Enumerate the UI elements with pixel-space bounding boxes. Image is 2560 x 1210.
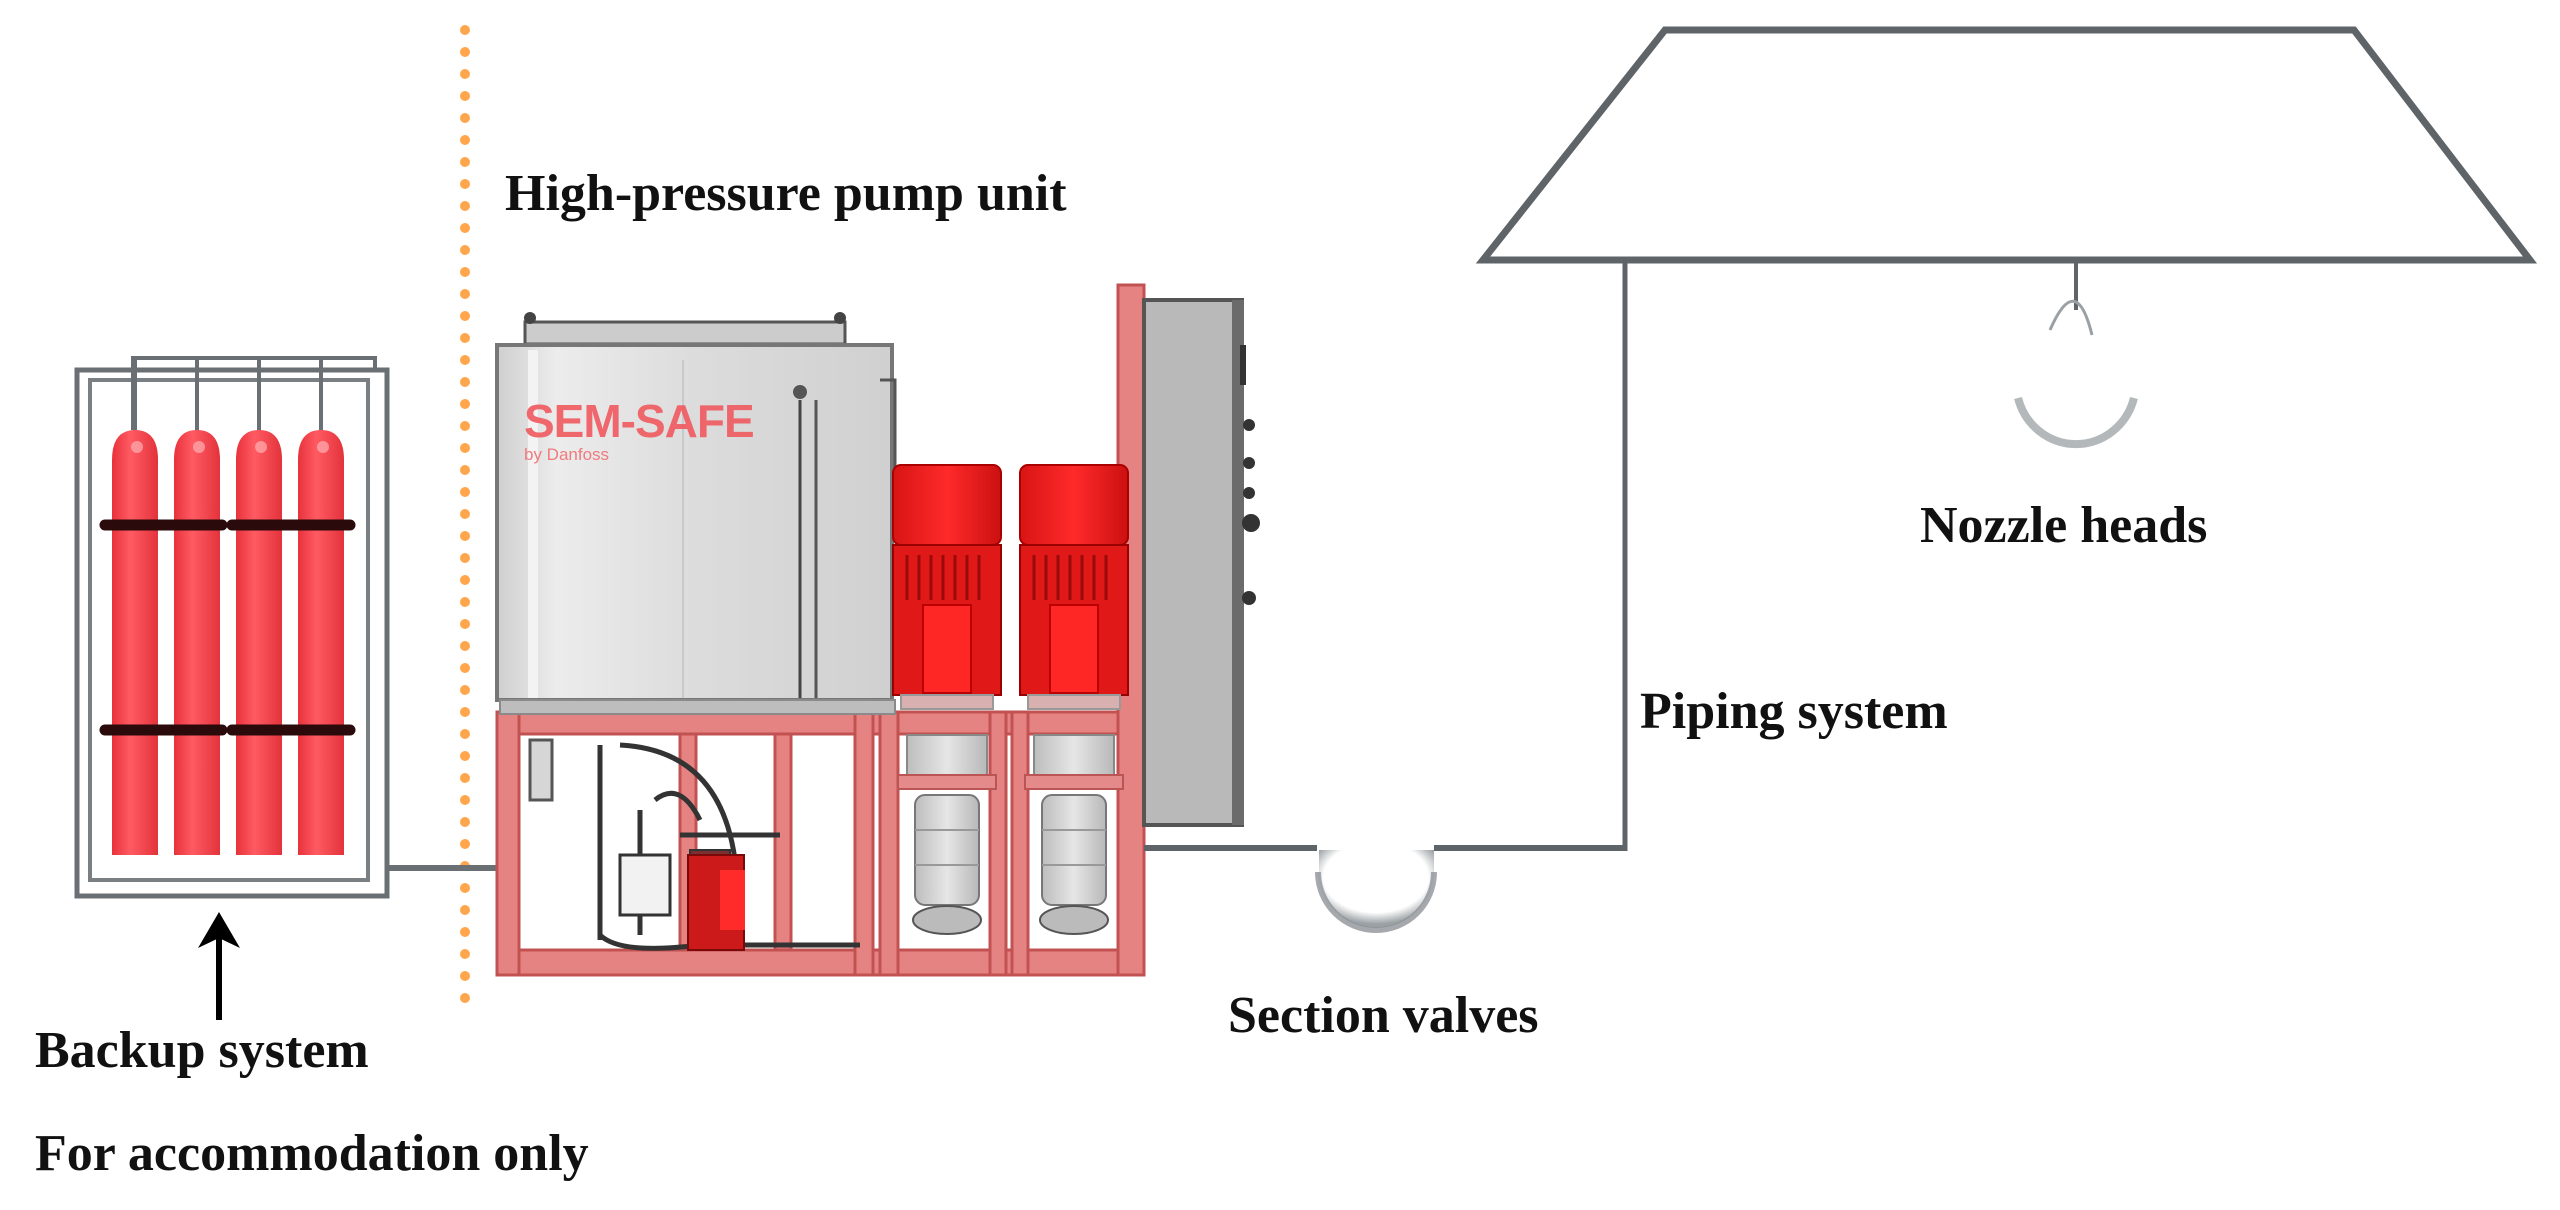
pump-mount-plate bbox=[1024, 774, 1124, 790]
rack-frame-outer bbox=[74, 367, 390, 899]
piping-system bbox=[1144, 260, 2078, 851]
gas-cylinder bbox=[112, 430, 158, 855]
nozzle-head-icon bbox=[2012, 299, 2140, 454]
gas-cylinder bbox=[236, 430, 282, 855]
brand-subtitle: by Danfoss bbox=[524, 445, 610, 464]
label-backup-note: For accommodation only bbox=[35, 1125, 589, 1182]
pump-motor bbox=[892, 464, 1002, 935]
pump-unit: SEM-SAFE by Danfoss bbox=[495, 283, 1260, 977]
pump-body bbox=[914, 794, 980, 906]
motor-terminal-box bbox=[922, 604, 972, 694]
pump-outlet bbox=[912, 905, 982, 935]
motor-terminal-box bbox=[1049, 604, 1099, 694]
cabinet-buttons bbox=[1240, 345, 1260, 605]
cylinder-highlight bbox=[193, 441, 205, 453]
backup-system bbox=[74, 356, 500, 1020]
section-valve-icon bbox=[1315, 845, 1437, 933]
rack-frame-inner bbox=[88, 378, 370, 882]
cylinder-straps bbox=[99, 519, 356, 736]
pump-motors bbox=[892, 464, 1129, 935]
pump-body bbox=[1041, 794, 1107, 906]
motor-flange bbox=[1027, 694, 1121, 710]
label-section-valves: Section valves bbox=[1228, 987, 1539, 1044]
gas-cylinders bbox=[112, 358, 344, 855]
cylinder-highlight bbox=[131, 441, 143, 453]
up-arrow-icon bbox=[198, 912, 240, 1020]
pump-lantern bbox=[906, 734, 988, 776]
cylinder-highlight bbox=[317, 441, 329, 453]
pump-lantern bbox=[1033, 734, 1115, 776]
motor-fan-cover bbox=[1019, 464, 1129, 546]
tank-lid bbox=[523, 320, 847, 346]
cylinder-highlight bbox=[255, 441, 267, 453]
motor-fan-cover bbox=[892, 464, 1002, 546]
pump-outlet bbox=[1039, 905, 1109, 935]
pump-motor bbox=[1019, 464, 1129, 935]
gas-cylinder bbox=[174, 430, 220, 855]
gauge-box bbox=[528, 738, 554, 802]
filter-body bbox=[618, 853, 672, 917]
brand-logo: SEM-SAFE bbox=[524, 398, 755, 447]
label-backup-system: Backup system bbox=[35, 1022, 369, 1079]
protected-room-outline bbox=[1475, 26, 2538, 264]
motor-flange bbox=[900, 694, 994, 710]
pump-mount-plate bbox=[897, 774, 997, 790]
label-nozzle-heads: Nozzle heads bbox=[1920, 497, 2208, 554]
gas-cylinder bbox=[298, 430, 344, 855]
control-cabinet bbox=[1142, 298, 1244, 827]
label-piping-system: Piping system bbox=[1640, 683, 1948, 740]
label-pump-unit: High-pressure pump unit bbox=[505, 165, 1067, 222]
